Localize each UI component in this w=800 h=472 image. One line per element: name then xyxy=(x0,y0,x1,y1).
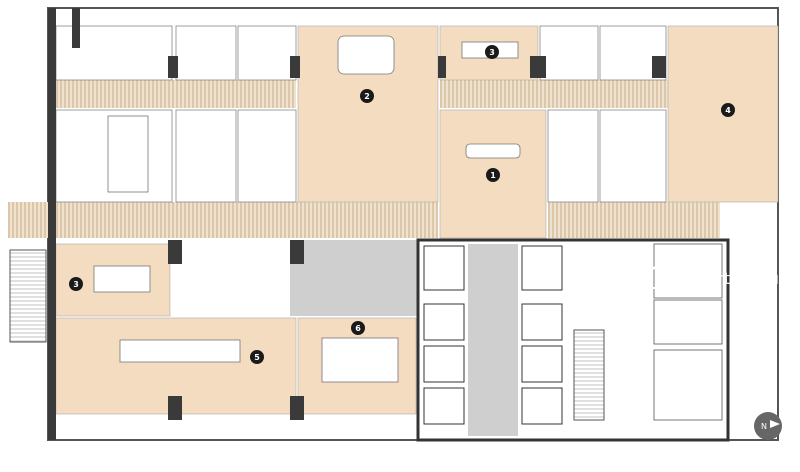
core-stair xyxy=(573,329,605,421)
west-stair xyxy=(9,249,47,343)
columns xyxy=(48,8,666,440)
core-lobby xyxy=(468,244,518,436)
central-corridor-2 xyxy=(548,202,720,238)
room-number-6: 6 xyxy=(355,324,361,333)
room-number-1: 1 xyxy=(490,171,496,180)
room-number-5: 5 xyxy=(254,353,260,362)
room-number-3-left: 3 xyxy=(73,280,79,289)
room-markers: 1 2 3 4 3 5 6 xyxy=(69,45,735,364)
toilets xyxy=(653,243,723,421)
propertyguru-watermark: PropertyGuru xyxy=(645,264,779,289)
room-number-4: 4 xyxy=(725,106,731,115)
watermark-text: PropertyGuru xyxy=(672,269,779,288)
north-corridor-2 xyxy=(440,80,668,108)
elevator-shafts xyxy=(423,245,563,425)
room-number-3-top: 3 xyxy=(489,48,495,57)
compass-label: N xyxy=(761,422,767,431)
room-number-2: 2 xyxy=(364,92,370,101)
central-corridor xyxy=(8,202,438,238)
gray-room xyxy=(290,240,418,316)
north-corridor xyxy=(56,80,296,108)
furniture xyxy=(93,35,521,383)
house-icon xyxy=(645,264,667,289)
north-compass: N xyxy=(754,412,782,440)
compass-icon xyxy=(754,412,782,440)
